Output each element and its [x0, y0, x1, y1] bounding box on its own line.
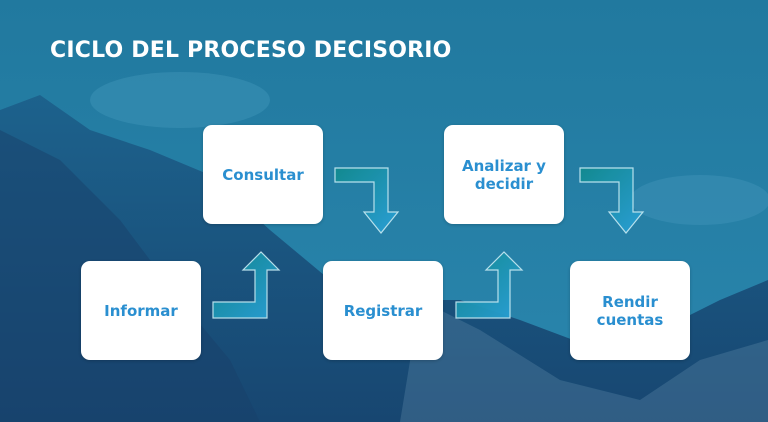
arrow-down-icon — [579, 167, 645, 234]
arrow-down-icon — [334, 167, 400, 234]
step-label: Analizar y decidir — [462, 156, 546, 193]
step-consultar: Consultar — [203, 125, 323, 224]
step-rendir-cuentas: Rendir cuentas — [570, 261, 690, 360]
step-registrar: Registrar — [323, 261, 443, 360]
step-label: Registrar — [343, 301, 423, 320]
step-label: Informar — [104, 301, 178, 320]
step-label: Rendir cuentas — [596, 292, 664, 329]
arrow-up-icon — [455, 251, 524, 319]
step-informar: Informar — [81, 261, 201, 360]
step-label: Consultar — [222, 165, 304, 184]
step-analizar-decidir: Analizar y decidir — [444, 125, 564, 224]
arrow-up-icon — [212, 251, 281, 319]
slide-title: CICLO DEL PROCESO DECISORIO — [50, 38, 452, 63]
